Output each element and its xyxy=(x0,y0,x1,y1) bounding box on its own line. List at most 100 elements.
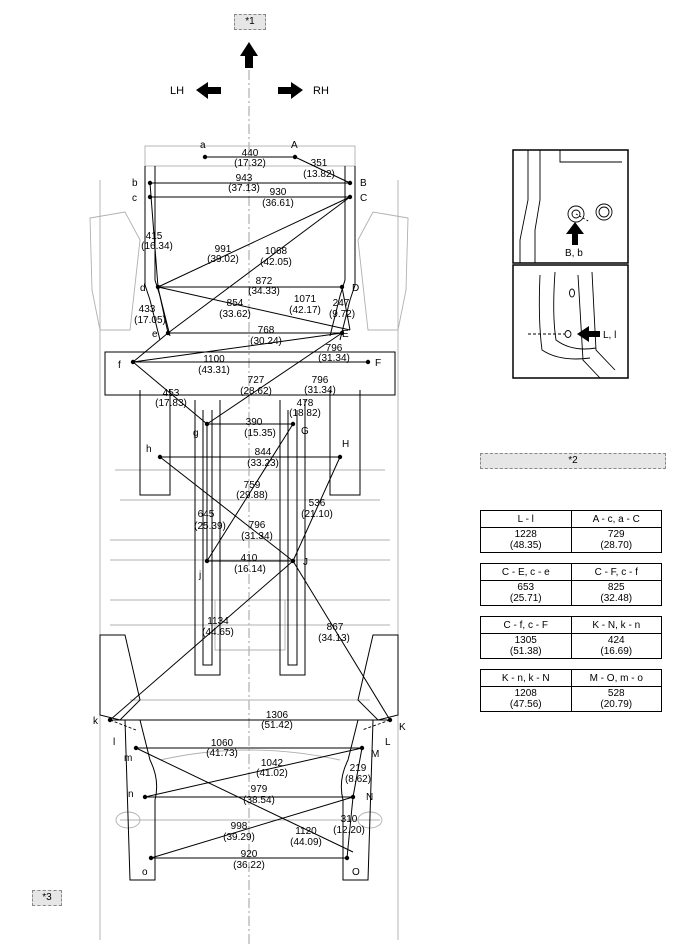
dim-mm: 645 xyxy=(198,509,215,520)
dim-in: (28.62) xyxy=(240,386,272,397)
detail-arrow-left-icon xyxy=(577,326,600,342)
point-label-A: A xyxy=(291,140,298,151)
table-cell: 825(32.48) xyxy=(570,580,662,606)
dim-mm: 930 xyxy=(270,187,287,198)
dim-mm: 1071 xyxy=(294,294,317,305)
dim-in: (21.10) xyxy=(301,509,333,520)
point-label-o: o xyxy=(142,867,148,878)
point-label-C: C xyxy=(360,193,367,204)
measurement-points xyxy=(107,154,393,861)
dim-mm: 844 xyxy=(255,447,272,458)
point-label-m: m xyxy=(124,753,132,764)
detail-view-l: L, l xyxy=(512,264,629,379)
dim-mm: 536 xyxy=(309,498,326,509)
dim-mm: 991 xyxy=(215,244,232,255)
table-header: K - n, k - N xyxy=(480,669,572,687)
dim-in: (18.82) xyxy=(289,408,321,419)
dim-mm: 415 xyxy=(146,231,163,242)
dim-mm: 796 xyxy=(326,343,343,354)
dim-mm: 390 xyxy=(246,417,263,428)
dim-mm: 759 xyxy=(244,480,261,491)
dim-in: (34.33) xyxy=(248,286,280,297)
dim-in: (17.32) xyxy=(234,158,266,169)
reference-lines-dashed xyxy=(109,719,391,731)
dim-in: (13.82) xyxy=(303,169,335,180)
dim-in: (29.88) xyxy=(236,490,268,501)
table-header: M - O, m - o xyxy=(570,669,662,687)
cell-in: (25.71) xyxy=(509,593,542,604)
detail-view-b: B, b xyxy=(512,149,629,264)
dim-in: (43.31) xyxy=(198,365,230,376)
point-label-N: N xyxy=(366,792,373,803)
dim-in: (37.13) xyxy=(228,183,260,194)
dim-in: (36.61) xyxy=(262,198,294,209)
dim-in: (16.14) xyxy=(234,564,266,575)
table-cell: 424(16.69) xyxy=(570,633,662,659)
dim-mm: 410 xyxy=(241,553,258,564)
dim-in: (25.39) xyxy=(194,521,226,532)
dim-in: (38.54) xyxy=(243,795,275,806)
dim-mm: 872 xyxy=(256,276,273,287)
point-label-M: M xyxy=(371,749,379,760)
frame-rails xyxy=(99,166,399,881)
cell-mm: 825 xyxy=(607,582,625,593)
dim-mm: 768 xyxy=(258,325,275,336)
cell-mm: 424 xyxy=(607,635,625,646)
table-header: C - F, c - f xyxy=(570,563,662,581)
dim-in: (15.35) xyxy=(244,428,276,439)
cell-mm: 1305 xyxy=(514,635,537,646)
point-label-a: a xyxy=(200,140,206,151)
point-label-g: g xyxy=(193,428,199,439)
point-label-O: O xyxy=(352,867,360,878)
dim-in: (8.62) xyxy=(345,774,371,785)
cell-mm: 653 xyxy=(517,582,535,593)
dim-in: (34.13) xyxy=(318,633,350,644)
table-cell: 653(25.71) xyxy=(480,580,572,606)
dim-in: (16.34) xyxy=(141,241,173,252)
point-label-H: H xyxy=(342,439,349,450)
dimension-values: 440 (17.32) 351 (13.82) 943 (37.13) 930 … xyxy=(134,148,371,871)
dim-mm: 1068 xyxy=(265,246,288,257)
cell-mm: 729 xyxy=(607,529,625,540)
cell-in: (20.79) xyxy=(600,699,633,710)
callout-tag-bottom: *3 xyxy=(32,890,62,906)
dim-in: (31.34) xyxy=(241,531,273,542)
point-label-b: b xyxy=(132,178,138,189)
detail-label-b: B, b xyxy=(565,248,583,259)
dim-mm: 1042 xyxy=(261,758,284,769)
dim-in: (41.02) xyxy=(256,768,288,779)
dim-in: (9.72) xyxy=(329,309,355,320)
point-label-f: f xyxy=(118,360,121,371)
front-arrow-icon xyxy=(240,42,258,68)
dim-mm: 351 xyxy=(311,158,328,169)
point-label-n: n xyxy=(128,789,134,800)
table-header: K - N, k - n xyxy=(570,616,662,634)
table-header: A - c, a - C xyxy=(570,510,662,528)
point-label-L: L xyxy=(385,737,391,748)
table-cell: 528(20.79) xyxy=(570,686,662,712)
dim-in: (33.23) xyxy=(247,458,279,469)
detail-label-l: L, l xyxy=(603,330,616,341)
dim-mm: 998 xyxy=(231,821,248,832)
lh-arrow-icon xyxy=(196,82,221,99)
cell-mm: 1228 xyxy=(514,529,537,540)
table-header: C - E, c - e xyxy=(480,563,572,581)
callout-tag-front: *1 xyxy=(234,14,266,30)
dim-mm: 943 xyxy=(236,173,253,184)
dim-in: (44.09) xyxy=(290,837,322,848)
cell-in: (47.56) xyxy=(509,699,542,710)
dim-in: (33.62) xyxy=(219,309,251,320)
dim-in: (31.34) xyxy=(318,353,350,364)
dim-mm: 433 xyxy=(139,304,156,315)
point-label-l: l xyxy=(113,737,115,748)
dim-mm: 478 xyxy=(297,398,314,409)
dim-in: (39.02) xyxy=(207,254,239,265)
point-label-e: e xyxy=(152,329,158,340)
dim-in: (12.20) xyxy=(333,825,365,836)
lh-label: LH xyxy=(170,85,184,97)
dim-mm: 1134 xyxy=(207,616,229,627)
dim-in: (41.73) xyxy=(206,748,238,759)
